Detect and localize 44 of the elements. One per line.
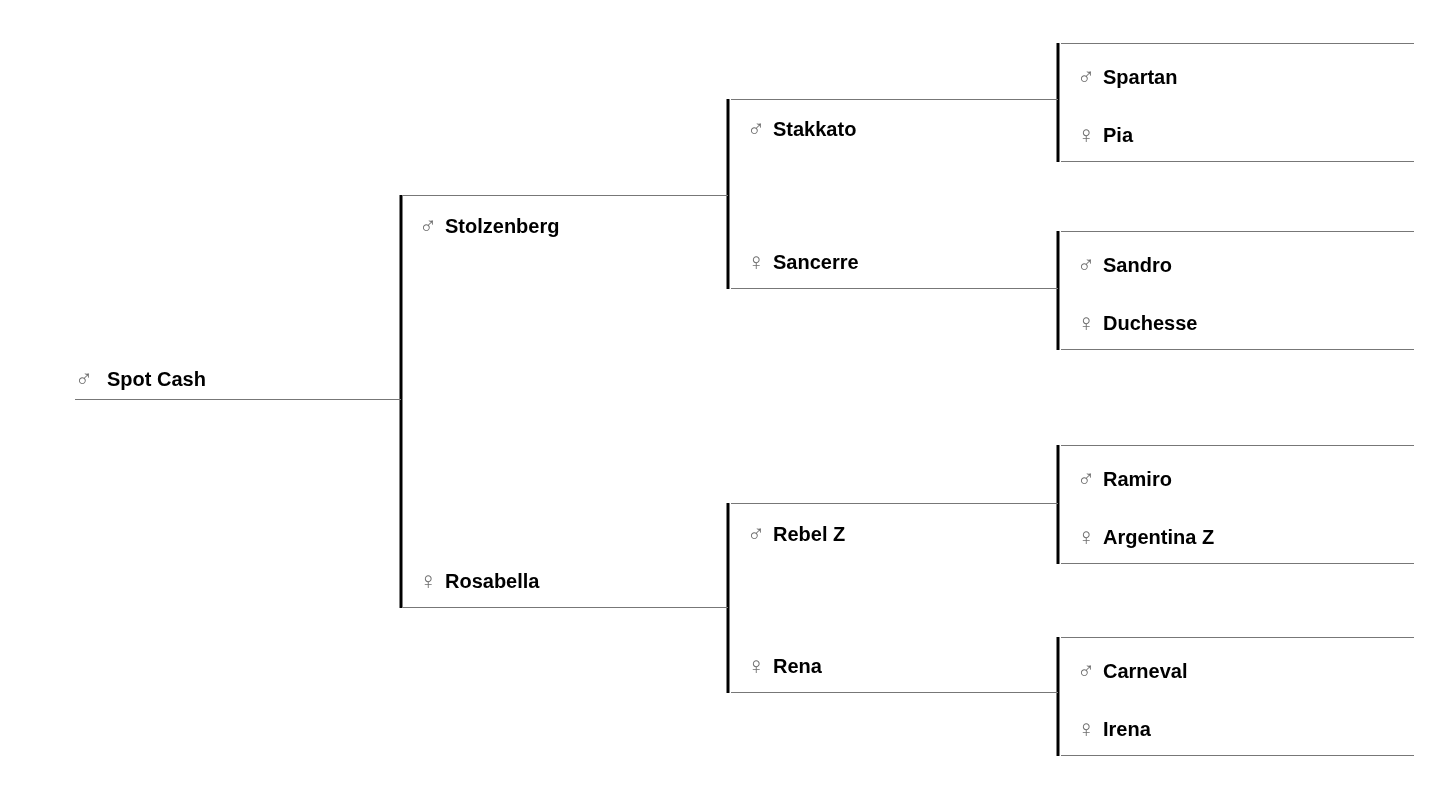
bracket-line <box>726 99 730 195</box>
sex-symbol: ♂ <box>419 213 437 238</box>
horse-name: Irena <box>1103 717 1151 741</box>
bracket-line <box>1056 231 1060 289</box>
sex-symbol: ♀ <box>1077 525 1095 549</box>
sex-symbol: ♂ <box>1077 466 1095 491</box>
bracket-line <box>1056 637 1060 693</box>
sex-symbol: ♀ <box>1077 717 1095 741</box>
bracket-line <box>726 195 730 289</box>
bracket-line <box>1056 43 1060 99</box>
sex-symbol: ♂ <box>75 366 93 391</box>
horse-name: Spot Cash <box>107 366 206 391</box>
horse-name: Sancerre <box>773 250 859 274</box>
sex-symbol: ♀ <box>747 250 765 274</box>
sex-symbol: ♀ <box>1077 311 1095 335</box>
horse-name: Pia <box>1103 123 1134 147</box>
bracket-line <box>726 608 730 693</box>
bracket-line <box>399 400 403 608</box>
horse-name: Rena <box>773 654 822 678</box>
sex-symbol: ♂ <box>1077 252 1095 277</box>
sex-symbol: ♂ <box>747 116 765 141</box>
horse-name: Stakkato <box>773 116 857 141</box>
horse-name: Duchesse <box>1103 311 1198 335</box>
sex-symbol: ♂ <box>747 521 765 546</box>
sex-symbol: ♂ <box>1077 64 1095 89</box>
horse-name: Rosabella <box>445 569 540 593</box>
bracket-line <box>1056 289 1060 350</box>
horse-name: Rebel Z <box>773 521 846 546</box>
horse-name: Sandro <box>1103 252 1172 277</box>
sex-symbol: ♀ <box>747 654 765 678</box>
bracket-line <box>1056 693 1060 756</box>
bracket-line <box>1056 99 1060 162</box>
horse-name: Spartan <box>1103 64 1178 89</box>
horse-name: Carneval <box>1103 658 1188 683</box>
bracket-line <box>399 195 403 400</box>
sex-symbol: ♂ <box>1077 658 1095 683</box>
bracket-line <box>1056 503 1060 564</box>
bracket-line <box>726 503 730 608</box>
horse-name: Ramiro <box>1103 466 1172 491</box>
sex-symbol: ♀ <box>1077 123 1095 147</box>
bracket-line <box>1056 445 1060 503</box>
sex-symbol: ♀ <box>419 569 437 593</box>
horse-name: Stolzenberg <box>445 213 560 238</box>
horse-name: Argentina Z <box>1103 525 1215 549</box>
